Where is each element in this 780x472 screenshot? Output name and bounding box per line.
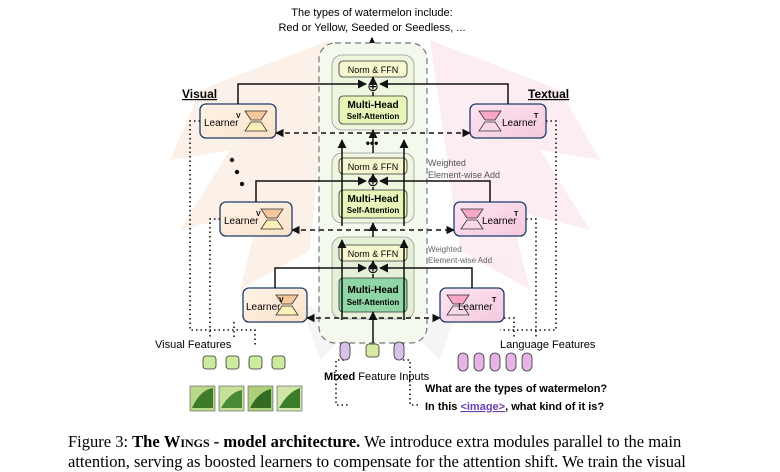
visual-learner-bottom: Learner V	[242, 287, 308, 323]
svg-text:Learner: Learner	[224, 216, 259, 227]
language-feature-tokens	[457, 352, 533, 372]
caption-title-wings: Wings	[163, 432, 210, 451]
visual-feature-tokens	[202, 355, 286, 370]
mixed-feature-inputs-label: Mixed Feature Inputs	[324, 371, 430, 383]
weighted-add-label-line2-bottom: Element-wise Add	[428, 256, 492, 265]
visual-features-label: Visual Features	[155, 339, 232, 351]
svg-text:Learner: Learner	[246, 302, 281, 313]
mha-label-line2-middle: Self-Attention	[347, 206, 400, 215]
caption-text-line1: We introduce extra modules parallel to t…	[360, 432, 682, 451]
textual-side-label: Textual	[528, 87, 569, 101]
visual-learner-middle: Learner V	[219, 201, 293, 237]
norm-ffn-label-middle: Norm & FFN	[348, 162, 399, 172]
figure-label: Figure 3:	[68, 432, 133, 451]
mha-label-line1-bottom: Multi-Head	[347, 285, 398, 296]
caption-text-line2: attention, serving as boosted learners t…	[68, 452, 686, 471]
mixed-feature-tokens	[339, 341, 405, 361]
learner-to-add-lines	[237, 79, 509, 320]
norm-ffn-label-top: Norm & FFN	[348, 65, 399, 75]
figure-caption: Figure 3: The Wings - model architecture…	[68, 432, 728, 472]
svg-text:V: V	[236, 113, 241, 120]
svg-text:Learner: Learner	[458, 302, 493, 313]
textual-learner-middle: Learner T	[453, 201, 527, 237]
weighted-add-label-line1-middle: Weighted	[428, 158, 466, 168]
textual-learner-top: Learner T	[469, 103, 547, 139]
visual-layer-ellipsis	[229, 157, 245, 187]
question-line1: What are the types of watermelon?	[425, 383, 607, 395]
textual-learner-bottom: Learner T	[439, 287, 505, 323]
language-features-label: Language Features	[500, 339, 596, 351]
svg-text:T: T	[514, 211, 519, 218]
mha-label-line1-middle: Multi-Head	[347, 194, 398, 205]
weighted-add-label-line1-bottom: Weighted	[428, 245, 462, 254]
weighted-add-label-line2-middle: Element-wise Add	[428, 170, 500, 180]
svg-text:V: V	[279, 297, 284, 304]
visual-side-label: Visual	[182, 87, 217, 101]
svg-text:Learner: Learner	[204, 118, 239, 129]
mha-label-line2-bottom: Self-Attention	[347, 298, 400, 307]
svg-text:Learner: Learner	[502, 118, 537, 129]
architecture-figure: The types of watermelon include: Red or …	[155, 7, 607, 413]
question-line2: In this <image>, what kind of it is?	[425, 401, 604, 413]
svg-text:T: T	[492, 297, 497, 304]
dotted-feature-paths	[189, 120, 557, 406]
plus-circle-icon: ⊕	[367, 78, 379, 94]
svg-text:Learner: Learner	[482, 216, 517, 227]
output-text-line1: The types of watermelon include:	[291, 7, 452, 19]
caption-title-pre: The	[132, 432, 164, 451]
visual-learner-top: Learner V	[199, 103, 277, 139]
learner-dashed-links	[275, 128, 471, 323]
svg-text:V: V	[256, 211, 261, 218]
svg-text:T: T	[534, 113, 539, 120]
output-text-line2: Red or Yellow, Seeded or Seedless, ...	[278, 22, 465, 34]
norm-ffn-label-bottom: Norm & FFN	[348, 249, 399, 259]
mha-label-line1-top: Multi-Head	[347, 100, 398, 111]
layer-ellipsis: •••	[366, 136, 379, 150]
caption-title-post: - model architecture.	[209, 432, 361, 451]
watermelon-image-icon	[189, 385, 303, 412]
mha-label-line2-top: Self-Attention	[347, 112, 400, 121]
